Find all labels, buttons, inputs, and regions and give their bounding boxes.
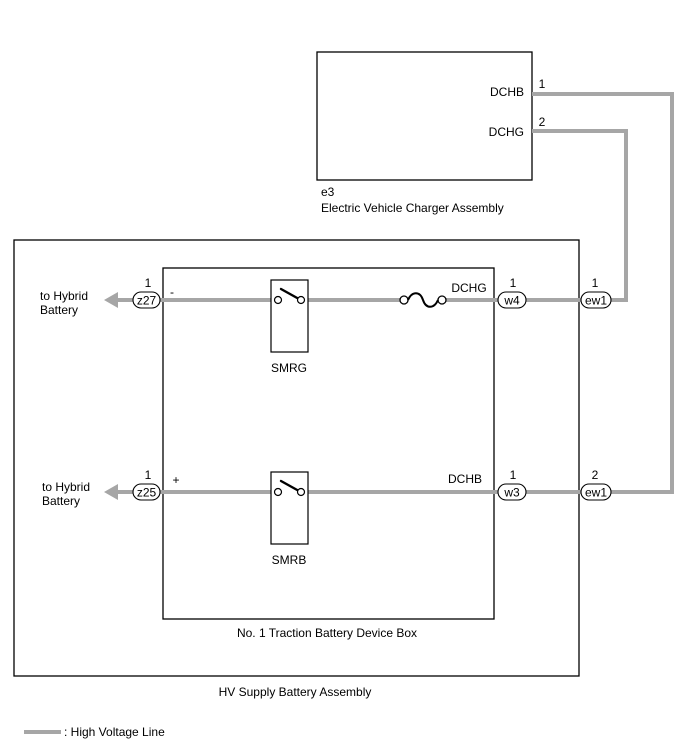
charger-name: Electric Vehicle Charger Assembly xyxy=(321,201,504,215)
output-bottom-line1: to Hybrid xyxy=(42,480,90,494)
charger-code: e3 xyxy=(321,185,335,199)
hv-line-ew1-to-charger-dchg xyxy=(532,129,628,302)
charger-dchg-pin: 2 xyxy=(539,115,546,129)
connector-ew1-bottom: ew1 xyxy=(580,483,612,501)
connector-z25: z25 xyxy=(132,483,161,501)
connector-z27-polarity: - xyxy=(170,285,174,299)
charger-dchb-label: DCHB xyxy=(490,85,524,99)
connector-w4-id: w4 xyxy=(503,294,520,308)
fuse-icon xyxy=(399,292,447,308)
arrow-to-hybrid-battery-top xyxy=(104,292,118,308)
connector-w3-signal: DCHB xyxy=(448,472,482,486)
smrg-relay xyxy=(270,279,309,353)
connector-ew1-top-pin: 1 xyxy=(592,276,599,290)
battery-assembly-title: HV Supply Battery Assembly xyxy=(219,685,372,699)
charger-box xyxy=(316,51,533,181)
device-box-title: No. 1 Traction Battery Device Box xyxy=(237,626,417,640)
connector-z27: z27 xyxy=(132,291,161,309)
output-top-line2: Battery xyxy=(40,303,78,317)
output-top-line1: to Hybrid xyxy=(40,289,88,303)
connector-ew1-top-id: ew1 xyxy=(585,294,607,308)
connector-w4: w4 xyxy=(497,291,527,309)
charger-dchb-pin: 1 xyxy=(539,77,546,91)
connector-w3-pin: 1 xyxy=(510,468,517,482)
smrb-relay xyxy=(270,471,309,545)
output-bottom-line2: Battery xyxy=(42,494,80,508)
connector-ew1-top: ew1 xyxy=(580,291,612,309)
connector-ew1-bottom-pin: 2 xyxy=(592,468,599,482)
connector-z25-id: z25 xyxy=(137,486,157,500)
arrow-to-hybrid-battery-bottom xyxy=(104,484,118,500)
hv-line-ew1-to-charger-dchb xyxy=(532,92,674,494)
charger-dchg-label: DCHG xyxy=(489,125,524,139)
connector-z25-pin: 1 xyxy=(145,468,152,482)
device-box xyxy=(162,267,495,620)
connector-z25-polarity: + xyxy=(172,473,179,487)
smrb-label: SMRB xyxy=(272,553,307,567)
connector-w4-signal: DCHG xyxy=(451,281,486,295)
connector-z27-id: z27 xyxy=(137,294,157,308)
connector-w4-pin: 1 xyxy=(510,276,517,290)
legend-text: : High Voltage Line xyxy=(64,725,165,739)
connector-z27-pin: 1 xyxy=(145,276,152,290)
connector-ew1-bottom-id: ew1 xyxy=(585,486,607,500)
connector-w3-id: w3 xyxy=(503,486,520,500)
smrg-label: SMRG xyxy=(271,361,307,375)
connector-w3: w3 xyxy=(497,483,527,501)
